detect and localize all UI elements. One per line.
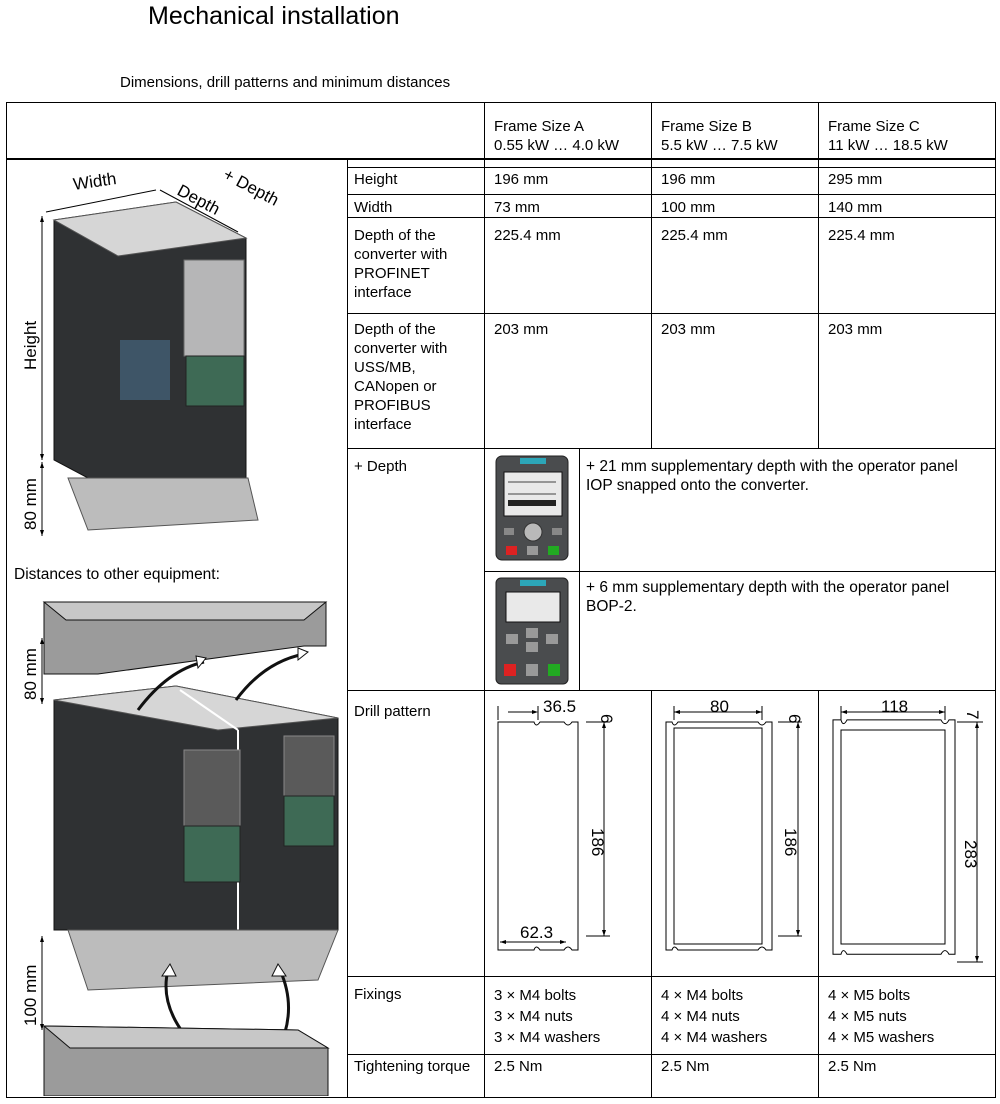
- width-b: 100 mm: [661, 199, 716, 216]
- depth-other-b: 203 mm: [661, 321, 716, 338]
- width-a: 73 mm: [494, 199, 540, 216]
- drill-a-height-label: 186: [588, 828, 607, 856]
- bottom-gap-label: 80 mm: [21, 478, 40, 530]
- drill-c-top-label: 118: [881, 697, 908, 716]
- torque-c: 2.5 Nm: [828, 1058, 877, 1075]
- drill-a-top-label: 36.5: [543, 697, 576, 716]
- drill-pattern-b: 80 6 186: [665, 697, 804, 951]
- drill-a-bottom-label: 62.3: [520, 923, 553, 942]
- row-label-torque: Tightening torque: [354, 1058, 471, 1075]
- width-c: 140 mm: [828, 199, 883, 216]
- bottom-clearance-label: 100 mm: [21, 965, 40, 1026]
- converter-dimensions-illustration: Width Depth + Depth Height 80 mm: [21, 165, 282, 536]
- drill-b-top-label: 80: [710, 697, 729, 716]
- iop-panel-image: [495, 455, 569, 561]
- row-label-drill-pattern: Drill pattern: [354, 703, 431, 720]
- torque-a: 2.5 Nm: [494, 1058, 543, 1075]
- row-label-width: Width: [354, 199, 393, 216]
- depth-profinet-a: 225.4 mm: [494, 227, 561, 244]
- torque-b: 2.5 Nm: [661, 1058, 710, 1075]
- drill-pattern-a: 36.5 6 186 62.3: [497, 697, 616, 951]
- row-label-fixings: Fixings: [354, 986, 402, 1003]
- bop-text: + 6 mm supplementary depth with the oper…: [586, 579, 950, 615]
- row-label-height: Height: [354, 171, 398, 188]
- row-label-plus-depth: + Depth: [354, 458, 407, 475]
- drill-b-margin-label: 6: [785, 714, 804, 723]
- height-a: 196 mm: [494, 171, 549, 188]
- distances-illustration: 80 mm 100 mm: [21, 601, 339, 1096]
- row-label-depth-other: Depth of the converter with USS/MB, CANo…: [354, 321, 448, 433]
- drill-c-height-label: 283: [961, 840, 980, 868]
- height-c: 295 mm: [828, 171, 883, 188]
- row-label-depth-profinet: Depth of the converter with PROFINET int…: [354, 227, 448, 301]
- drill-b-height-label: 186: [781, 828, 800, 856]
- depth-other-a: 203 mm: [494, 321, 549, 338]
- width-label: Width: [72, 169, 118, 194]
- depth-other-c: 203 mm: [828, 321, 883, 338]
- height-label: Height: [21, 321, 40, 370]
- drill-a-margin-label: 6: [597, 714, 616, 723]
- depth-profinet-b: 225.4 mm: [661, 227, 728, 244]
- drill-c-margin-label: 7: [963, 710, 982, 719]
- distances-label: Distances to other equipment:: [14, 566, 220, 583]
- subtitle: Dimensions, drill patterns and minimum d…: [120, 74, 451, 91]
- plus-depth-label: + Depth: [220, 165, 282, 210]
- bop2-panel-image: [495, 577, 569, 685]
- drill-pattern-c: 118 7 283: [832, 697, 983, 963]
- depth-profinet-c: 225.4 mm: [828, 227, 895, 244]
- height-b: 196 mm: [661, 171, 716, 188]
- page-title: Mechanical installation: [148, 2, 400, 30]
- iop-text: + 21 mm supplementary depth with the ope…: [586, 458, 958, 494]
- top-clearance-label: 80 mm: [21, 648, 40, 700]
